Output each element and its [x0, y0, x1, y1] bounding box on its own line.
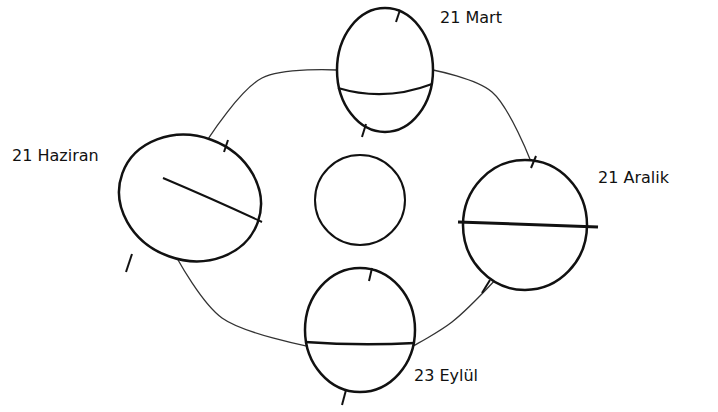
earth-outline [118, 136, 262, 260]
date-label: 21 Aralik [598, 168, 669, 187]
date-label: 21 Haziran [12, 146, 99, 165]
equator-line [338, 84, 432, 94]
axis-tick [126, 254, 132, 272]
sun-circle [315, 155, 405, 245]
equator-line [305, 342, 415, 344]
earth-outline [463, 160, 587, 290]
earth-position: 21 Mart [337, 8, 433, 132]
earth-outline [337, 8, 433, 132]
axis-tick [342, 390, 346, 405]
date-label: 23 Eylül [414, 366, 478, 385]
axis-tick [396, 10, 400, 22]
axis-tick [224, 140, 228, 152]
axis-tick [531, 156, 536, 168]
axis-tick [482, 280, 490, 293]
orbit-line [209, 70, 337, 138]
earth-ellipse [101, 115, 279, 281]
axis-tick [362, 124, 366, 137]
earth-position: 23 Eylül [305, 268, 415, 392]
orbit-line [177, 259, 306, 346]
orbit-line [433, 70, 530, 160]
date-label: 21 Mart [440, 8, 502, 27]
equator-line [163, 178, 262, 222]
earth-outline [305, 268, 415, 392]
earth-position: 21 Aralik [463, 160, 587, 290]
earth-position: 21 Haziran [118, 136, 262, 260]
axis-tick [369, 268, 372, 281]
earth-ellipse [305, 268, 415, 392]
earth-ellipse [337, 8, 433, 132]
equator-line [458, 222, 598, 227]
orbit-line [413, 281, 494, 346]
